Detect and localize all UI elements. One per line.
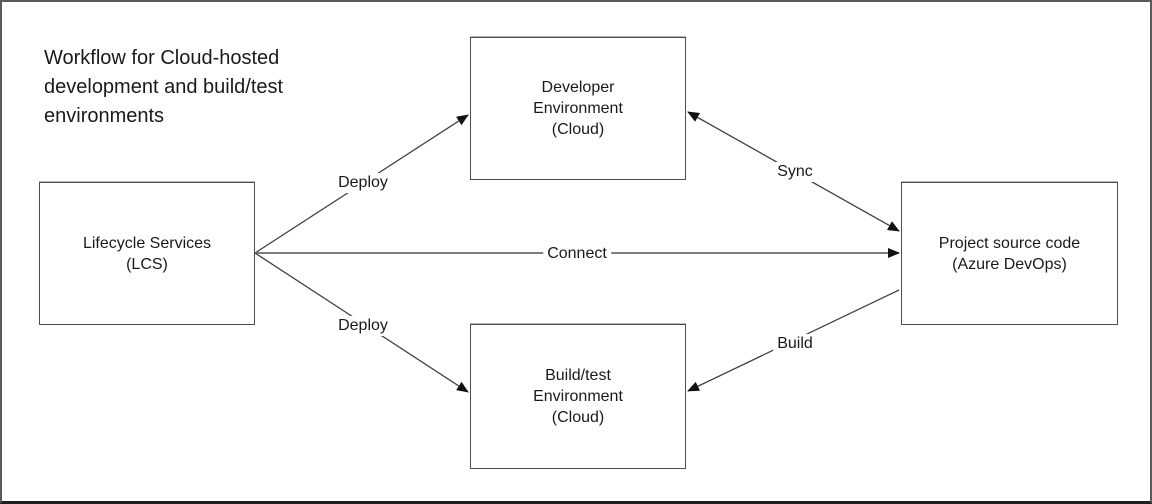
node-developer-environment-label: Developer Environment (Cloud): [533, 79, 623, 138]
node-build-test-environment: Build/test Environment (Cloud): [470, 324, 686, 469]
edge-label-deploy-dev: Deploy: [334, 173, 392, 193]
node-lifecycle-services-label: Lifecycle Services (LCS): [82, 234, 212, 273]
edge-label-build: Build: [773, 334, 817, 354]
node-developer-environment: Developer Environment (Cloud): [470, 37, 686, 180]
edge-label-connect: Connect: [543, 244, 611, 264]
node-lifecycle-services: Lifecycle Services (LCS): [39, 182, 255, 325]
node-project-source-code: Project source code (Azure DevOps): [901, 182, 1118, 325]
edge-label-sync: Sync: [773, 162, 817, 182]
node-project-source-code-label: Project source code (Azure DevOps): [938, 234, 1081, 273]
node-build-test-environment-label: Build/test Environment (Cloud): [533, 367, 623, 426]
edge-label-deploy-build: Deploy: [334, 316, 392, 336]
diagram-title: Workflow for Cloud-hosted development an…: [44, 47, 284, 127]
